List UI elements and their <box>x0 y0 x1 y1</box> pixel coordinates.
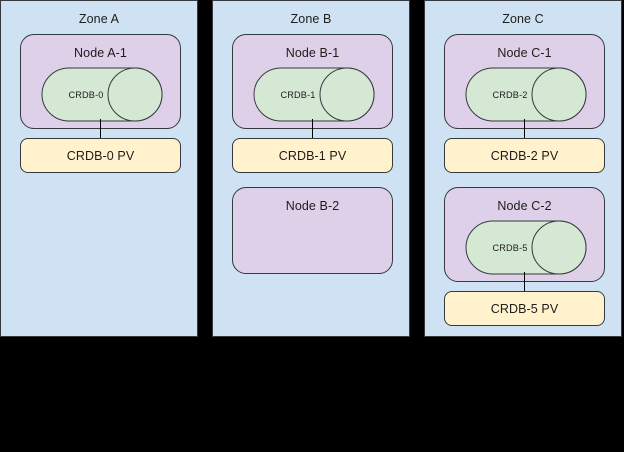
crdb-1-pv-box[interactable]: CRDB-1 PV <box>232 138 393 173</box>
crdb-0-pv-label: CRDB-0 PV <box>66 148 135 163</box>
zone-b-container: Zone B Node B-1 CRDB-1 CRDB-1 PV Node B-… <box>212 0 410 337</box>
node-c-1-title: Node C-1 <box>497 46 552 60</box>
cylinder-shape <box>41 67 163 122</box>
node-b-2-box[interactable]: Node B-2 <box>232 187 393 274</box>
cylinder-shape <box>465 67 587 122</box>
zone-c-container: Zone C Node C-1 CRDB-2 CRDB-2 PV Node C-… <box>424 0 622 337</box>
crdb-2-pv-box[interactable]: CRDB-2 PV <box>444 138 605 173</box>
node-a-1-title: Node A-1 <box>74 46 127 60</box>
crdb-1-label: CRDB-1 <box>280 89 316 100</box>
zone-a-container: Zone A Node A-1 CRDB-0 CRDB-0 PV <box>0 0 198 337</box>
cylinder-shape <box>253 67 375 122</box>
connector-crdb-5-to-pv <box>524 272 525 292</box>
connector-crdb-2-to-pv <box>524 119 525 139</box>
zone-b-title: Zone B <box>290 12 332 26</box>
crdb-1-cylinder[interactable]: CRDB-1 <box>253 67 375 122</box>
crdb-2-label: CRDB-2 <box>492 89 528 100</box>
crdb-2-cylinder[interactable]: CRDB-2 <box>465 67 587 122</box>
node-b-1-title: Node B-1 <box>285 46 340 60</box>
node-a-1-box[interactable]: Node A-1 CRDB-0 <box>20 34 181 129</box>
connector-crdb-0-to-pv <box>100 119 101 139</box>
crdb-0-cylinder[interactable]: CRDB-0 <box>41 67 163 122</box>
crdb-1-pv-label: CRDB-1 PV <box>278 148 347 163</box>
node-b-1-box[interactable]: Node B-1 CRDB-1 <box>232 34 393 129</box>
zone-c-title: Zone C <box>502 12 544 26</box>
node-c-2-title: Node C-2 <box>497 199 552 213</box>
crdb-5-label: CRDB-5 <box>492 242 528 253</box>
crdb-0-label: CRDB-0 <box>68 89 104 100</box>
crdb-0-pv-box[interactable]: CRDB-0 PV <box>20 138 181 173</box>
node-c-1-box[interactable]: Node C-1 CRDB-2 <box>444 34 605 129</box>
node-c-2-box[interactable]: Node C-2 CRDB-5 <box>444 187 605 282</box>
connector-crdb-1-to-pv <box>312 119 313 139</box>
crdb-2-pv-label: CRDB-2 PV <box>490 148 559 163</box>
crdb-5-pv-box[interactable]: CRDB-5 PV <box>444 291 605 326</box>
crdb-5-cylinder[interactable]: CRDB-5 <box>465 220 587 275</box>
cylinder-shape <box>465 220 587 275</box>
zone-a-title: Zone A <box>78 12 120 26</box>
crdb-5-pv-label: CRDB-5 PV <box>490 301 559 316</box>
node-b-2-title: Node B-2 <box>285 199 340 213</box>
